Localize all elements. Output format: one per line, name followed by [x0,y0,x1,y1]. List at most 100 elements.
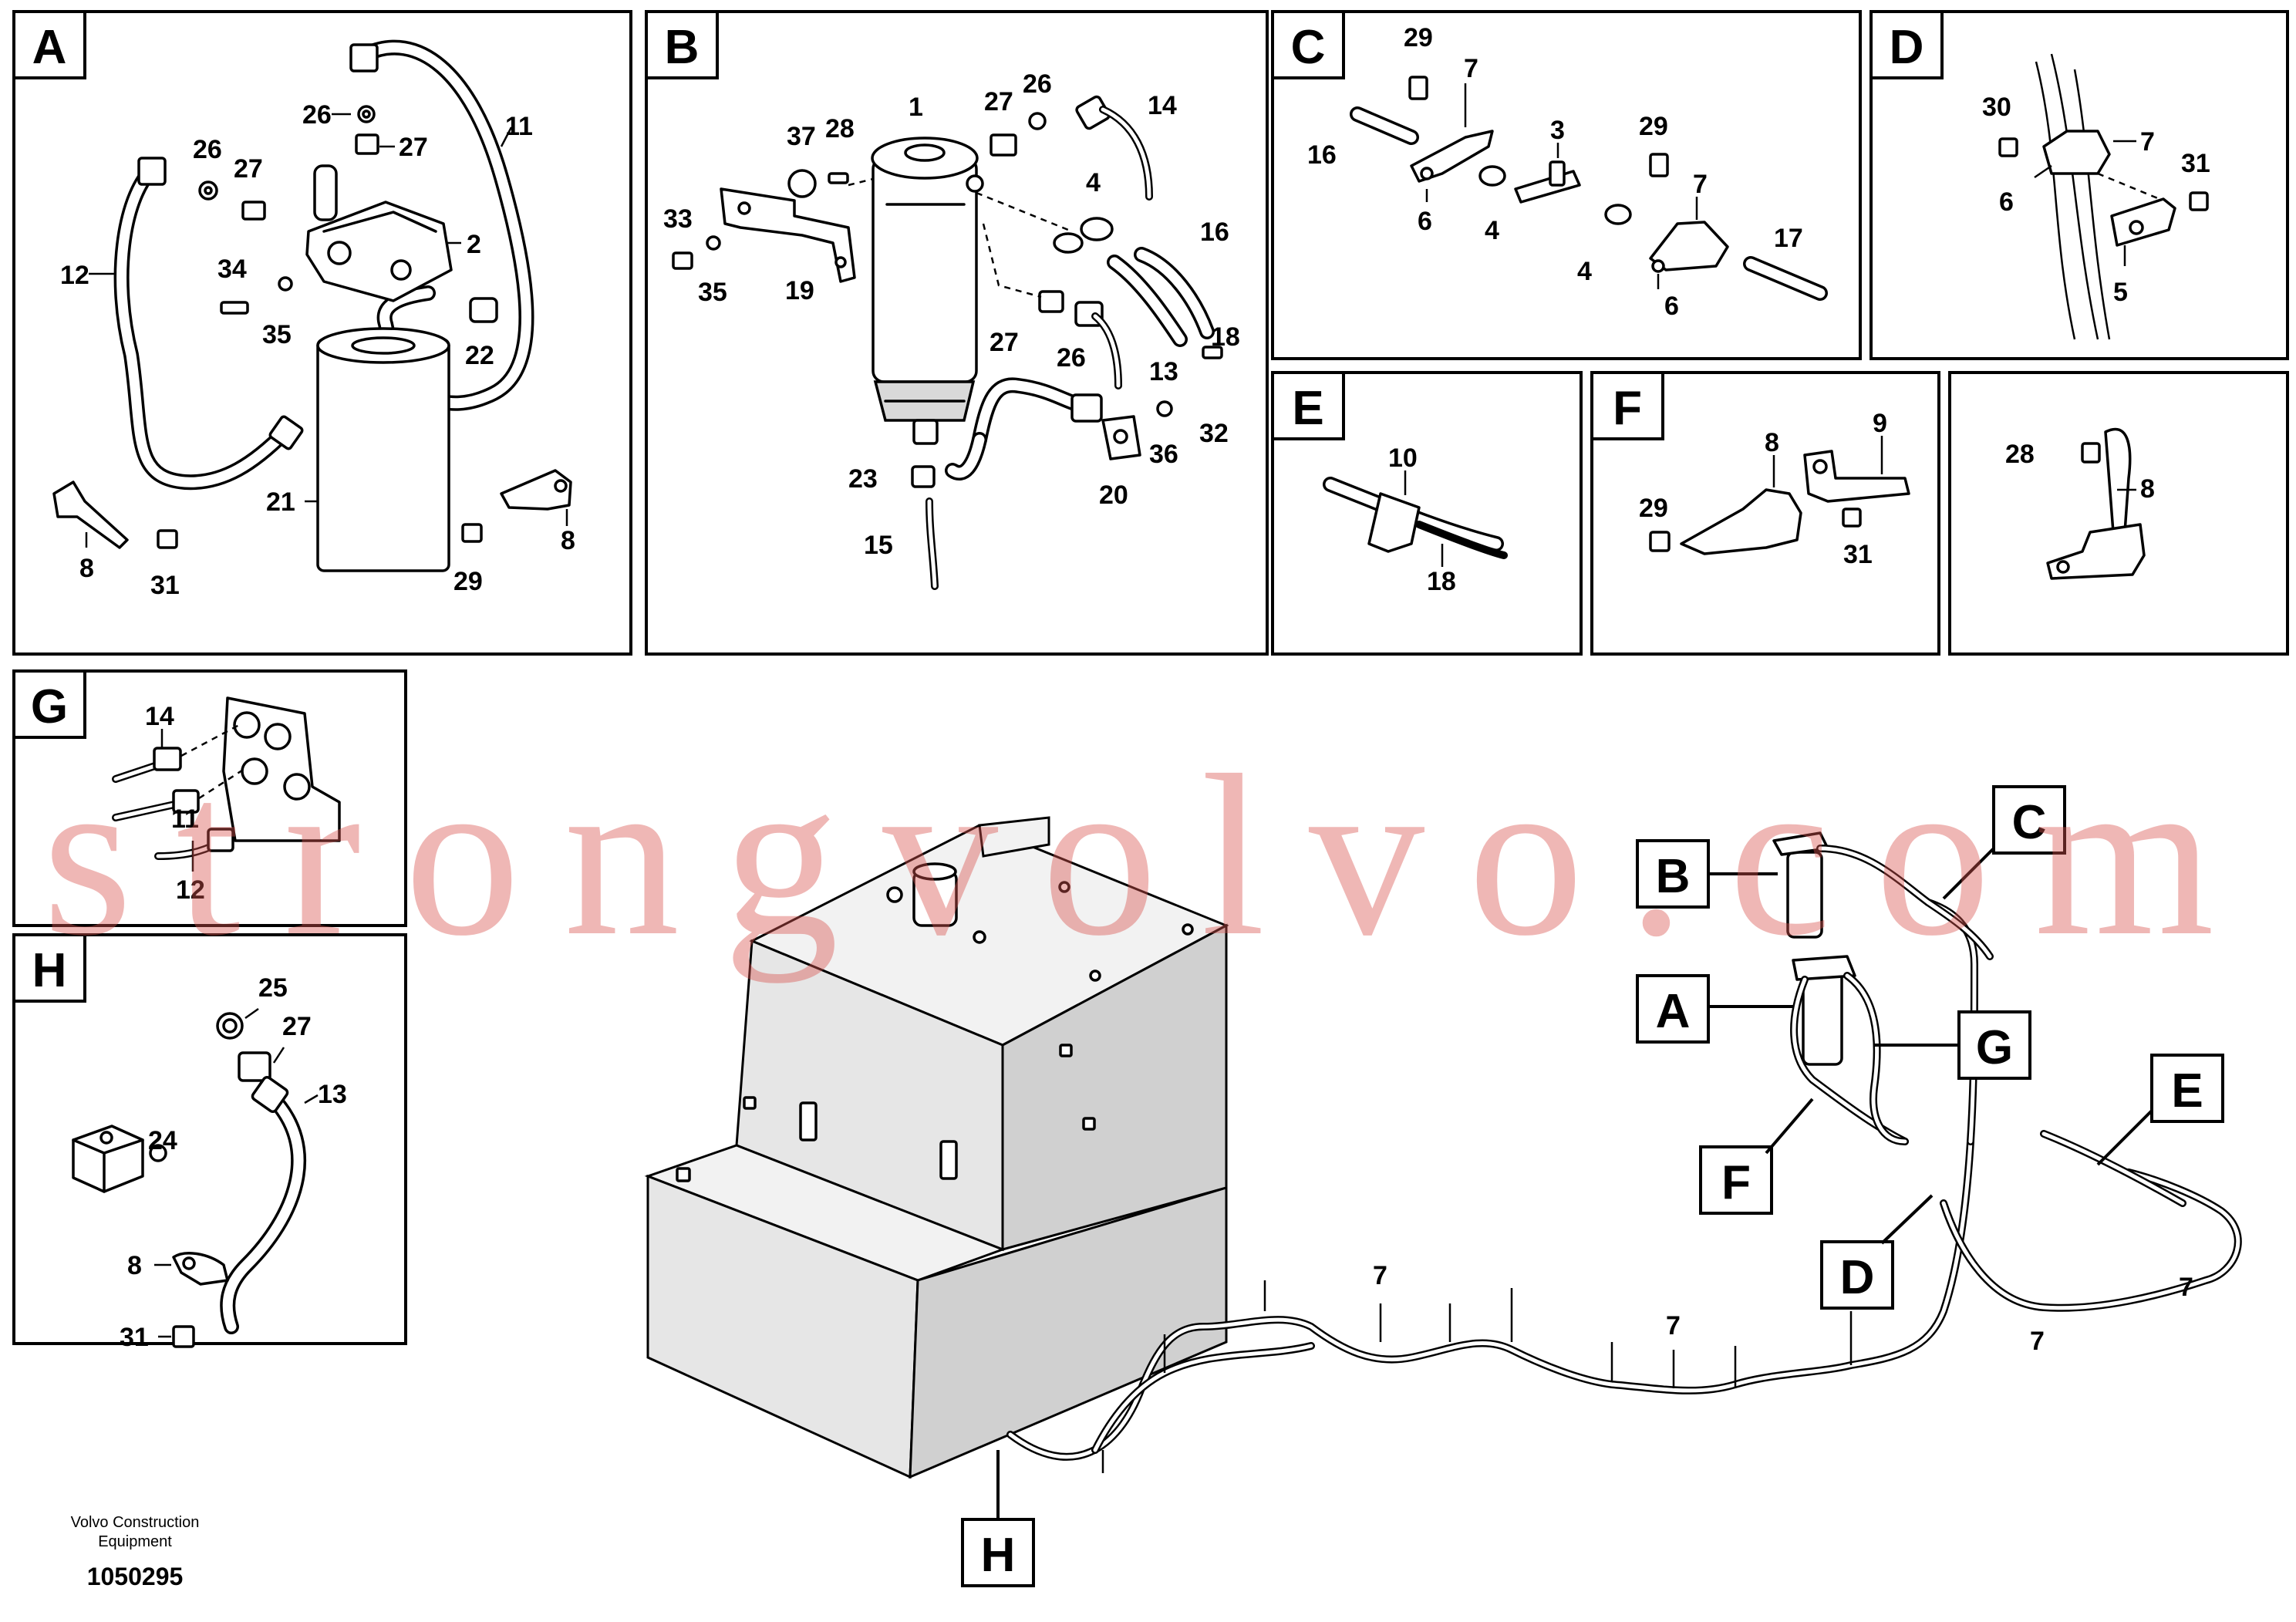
panel-letter-f: F [1613,382,1642,435]
panel-letter-g: G [31,680,68,733]
label-a-26b: 26 [193,135,222,164]
drawing-footer: Volvo Construction Equipment 1050295 [71,1514,200,1590]
label-b-23: 23 [848,464,878,494]
company-name-line1: Volvo Construction [71,1514,200,1531]
callout-f: F [1721,1156,1751,1209]
label-g-11: 11 [171,804,199,834]
clip-label-4: 7 [2179,1273,2193,1302]
label-a-8a: 8 [79,554,94,583]
label-b-1: 1 [909,93,923,122]
label-h-8: 8 [127,1251,142,1280]
label-b-27: 27 [984,87,1013,116]
label-g-14: 14 [145,702,174,731]
callout-b: B [1656,850,1691,903]
label-b-28: 28 [825,114,855,143]
label-b-19: 19 [785,276,814,305]
label-b-37: 37 [787,122,816,151]
label-d-7: 7 [2140,127,2155,157]
panel-h: H 25 27 13 24 8 31 [12,933,407,1352]
panel-a: A [12,10,632,656]
label-a-2: 2 [467,230,481,259]
label-a-27a: 27 [399,133,428,162]
callout-d: D [1840,1251,1875,1304]
label-a-27b: 27 [234,154,263,184]
label-r-8: 8 [2140,474,2155,504]
panel-g: G 14 11 12 [12,669,407,927]
label-b-15: 15 [864,531,893,560]
label-b-13: 13 [1149,357,1178,386]
label-c-4b: 4 [1577,257,1592,286]
panel-b: B [645,10,1269,656]
label-c-29a: 29 [1404,23,1433,52]
label-a-12: 12 [60,261,89,290]
panel-letter-c: C [1291,21,1326,74]
overview-callouts: B C A G F E D H [961,785,2224,1587]
label-h-24: 24 [148,1126,177,1155]
overview-tank [644,816,1229,1479]
callout-g: G [1976,1021,2013,1074]
label-b-36: 36 [1149,440,1178,469]
panel-f: F 8 9 29 31 [1590,371,1940,656]
label-b-27b: 27 [990,328,1019,357]
callout-a: A [1656,985,1691,1038]
label-d-6: 6 [1999,187,2014,217]
panel-c: C 29 7 16 6 4 3 29 7 4 17 6 [1271,10,1862,360]
label-d-31: 31 [2181,149,2210,178]
label-b-14: 14 [1148,91,1177,120]
label-a-26a: 26 [302,100,332,130]
label-c-6a: 6 [1418,207,1432,236]
label-c-17: 17 [1774,224,1803,253]
label-b-33: 33 [663,204,693,234]
callout-e: E [2171,1064,2203,1118]
label-c-29b: 29 [1639,112,1668,141]
label-e-10: 10 [1388,443,1418,473]
company-name-line2: Equipment [98,1533,172,1550]
label-b-16: 16 [1200,218,1229,247]
label-b-20: 20 [1099,481,1128,510]
label-a-11: 11 [505,112,533,141]
label-a-31: 31 [150,571,180,600]
label-e-18: 18 [1427,567,1456,596]
label-b-26: 26 [1023,69,1052,99]
label-c-6b: 6 [1664,292,1679,321]
label-a-29: 29 [453,567,483,596]
clip-label-3: 7 [2030,1327,2045,1356]
clip-label-2: 7 [1666,1311,1681,1340]
label-d-5: 5 [2113,278,2128,307]
label-d-30: 30 [1982,93,2011,122]
label-a-34: 34 [217,255,247,284]
label-c-7b: 7 [1693,170,1708,199]
panel-d: D 30 7 31 6 5 [1870,10,2289,360]
panel-e: E 10 18 [1271,371,1583,656]
panel-letter-e: E [1292,382,1323,435]
label-b-26b: 26 [1057,343,1086,373]
watermark-text: strongvolvo.com [42,727,2264,984]
callout-c: C [2012,796,2047,849]
label-f-31: 31 [1843,540,1873,569]
panel-letter-a: A [32,21,67,74]
label-f-8: 8 [1765,428,1779,457]
label-r-28: 28 [2005,440,2035,469]
label-b-35: 35 [698,278,727,307]
label-c-16: 16 [1307,140,1337,170]
overview-fuel-lines: 7 7 7 7 [1006,831,2242,1473]
panel-letter-b: B [665,21,700,74]
label-a-22: 22 [465,341,494,370]
drawing-number: 1050295 [87,1563,184,1590]
label-b-4: 4 [1086,168,1101,197]
label-h-27: 27 [282,1012,312,1041]
callout-h: H [981,1529,1016,1582]
panel-letter-d: D [1890,21,1924,74]
clip-label-1: 7 [1373,1261,1387,1290]
label-g-12: 12 [176,875,205,905]
label-a-21: 21 [266,487,295,517]
label-h-25: 25 [258,973,288,1003]
label-a-8b: 8 [561,526,575,555]
label-b-18: 18 [1211,322,1240,352]
label-c-4a: 4 [1485,216,1499,245]
label-h-13: 13 [318,1080,347,1109]
label-a-35: 35 [262,320,292,349]
label-f-9: 9 [1873,409,1887,438]
label-c-3: 3 [1550,116,1565,145]
